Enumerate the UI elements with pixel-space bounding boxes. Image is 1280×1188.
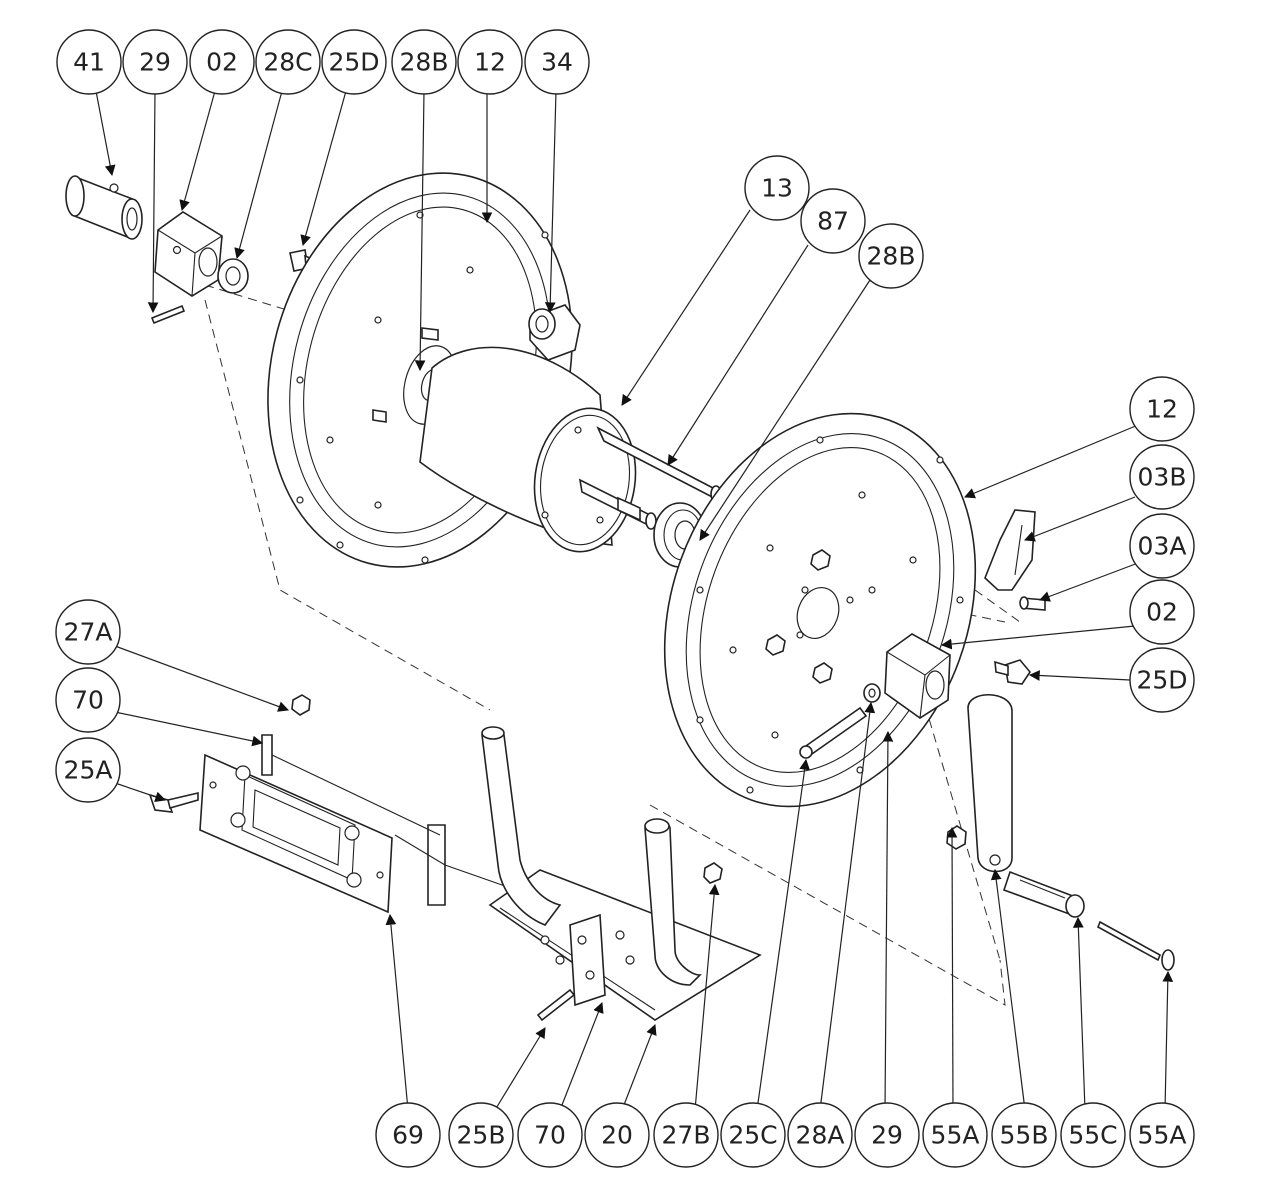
- mounting-plate-part: [148, 694, 546, 914]
- callout-27a: 27A: [55, 599, 121, 665]
- callout-28c: 28C: [255, 29, 321, 95]
- brake-lever-part: [984, 509, 1046, 611]
- callout-55a-2: 55A: [1129, 1102, 1195, 1168]
- callout-70-left: 70: [55, 667, 121, 733]
- svg-text:87: 87: [817, 207, 849, 236]
- callout-03b: 03B: [1129, 444, 1195, 510]
- callout-25c: 25C: [720, 1102, 786, 1168]
- callout-25d-top: 25D: [321, 29, 387, 95]
- svg-text:70: 70: [534, 1121, 566, 1150]
- svg-text:02: 02: [206, 48, 238, 77]
- callout-20: 20: [584, 1102, 650, 1168]
- crank-handle-part: [946, 694, 1175, 971]
- callout-25d-right: 25D: [1129, 647, 1195, 713]
- svg-text:27B: 27B: [662, 1121, 711, 1150]
- svg-text:29: 29: [139, 48, 171, 77]
- bearing-block-left-part: [154, 211, 223, 297]
- callout-02-right: 02: [1129, 579, 1195, 645]
- svg-text:29: 29: [871, 1121, 903, 1150]
- callout-41: 41: [56, 29, 122, 95]
- svg-text:34: 34: [541, 48, 573, 77]
- svg-text:28B: 28B: [867, 242, 916, 271]
- callout-25b: 25B: [448, 1102, 514, 1168]
- callout-55a-1: 55A: [922, 1102, 988, 1168]
- svg-text:70: 70: [72, 686, 104, 715]
- svg-text:28A: 28A: [796, 1121, 845, 1150]
- callout-27b: 27B: [653, 1102, 719, 1168]
- boss-part: [528, 304, 581, 361]
- callout-28b-mid: 28B: [858, 223, 924, 289]
- svg-text:55A: 55A: [931, 1121, 980, 1150]
- svg-text:12: 12: [1146, 395, 1178, 424]
- bearing-block-right-part: [884, 633, 1031, 719]
- svg-text:69: 69: [392, 1121, 424, 1150]
- callout-70-bottom: 70: [517, 1102, 583, 1168]
- svg-text:27A: 27A: [64, 618, 113, 647]
- callout-25a-left: 25A: [55, 737, 121, 803]
- svg-text:25A: 25A: [64, 756, 113, 785]
- callout-02-top: 02: [189, 29, 255, 95]
- callout-03a: 03A: [1129, 513, 1195, 579]
- svg-text:12: 12: [474, 48, 506, 77]
- hose-swivel-part: [65, 175, 143, 240]
- callout-55b: 55B: [991, 1102, 1057, 1168]
- svg-text:13: 13: [761, 174, 793, 203]
- callout-28a: 28A: [787, 1102, 853, 1168]
- svg-text:25D: 25D: [328, 48, 379, 77]
- svg-text:03B: 03B: [1138, 463, 1187, 492]
- svg-text:41: 41: [73, 48, 105, 77]
- pin-left-part: [150, 304, 186, 325]
- callout-12-right: 12: [1129, 376, 1195, 442]
- svg-text:25B: 25B: [457, 1121, 506, 1150]
- svg-text:20: 20: [601, 1121, 633, 1150]
- svg-text:02: 02: [1146, 598, 1178, 627]
- callout-13: 13: [744, 155, 810, 221]
- svg-text:28B: 28B: [400, 48, 449, 77]
- callout-34: 34: [524, 29, 590, 95]
- svg-text:03A: 03A: [1138, 532, 1187, 561]
- callout-55c: 55C: [1060, 1102, 1126, 1168]
- svg-text:28C: 28C: [263, 48, 312, 77]
- svg-text:55A: 55A: [1138, 1121, 1187, 1150]
- svg-text:55C: 55C: [1068, 1121, 1117, 1150]
- callout-28b-top: 28B: [391, 29, 457, 95]
- callout-87: 87: [800, 188, 866, 254]
- leader-lines: [95, 90, 1174, 1111]
- callout-29-bottom: 29: [854, 1102, 920, 1168]
- washer-part: [217, 258, 249, 294]
- svg-text:25D: 25D: [1136, 666, 1187, 695]
- callout-29-top: 29: [122, 29, 188, 95]
- flange-disc-right-part: [663, 412, 977, 808]
- reel-stand-part: [481, 726, 762, 1022]
- callout-12-top: 12: [457, 29, 523, 95]
- parts-drawing: [65, 172, 1175, 1022]
- svg-text:55B: 55B: [1000, 1121, 1049, 1150]
- callout-69: 69: [375, 1102, 441, 1168]
- svg-text:25C: 25C: [728, 1121, 777, 1150]
